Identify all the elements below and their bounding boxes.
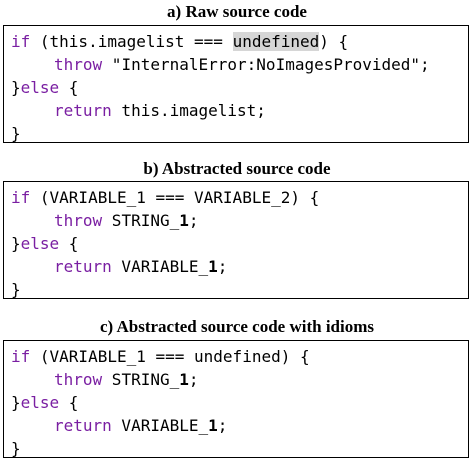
highlighted-token: undefined	[232, 32, 320, 51]
code-line: return VARIABLE_1;	[54, 255, 227, 279]
code-text: STRING_	[102, 370, 180, 389]
code-line: if (VARIABLE_1 === VARIABLE_2) {	[11, 186, 319, 210]
keyword: if	[11, 32, 31, 51]
code-line: throw STRING_1;	[54, 209, 199, 233]
code-text: {	[59, 234, 79, 253]
code-text: ;	[188, 211, 199, 230]
code-text: }	[11, 234, 21, 253]
code-line: return VARIABLE_1;	[54, 414, 227, 438]
code-text: {	[59, 78, 79, 97]
code-text: }	[11, 393, 21, 412]
keyword: else	[20, 234, 60, 253]
code-text: VARIABLE_	[111, 257, 209, 276]
code-line: }else {	[11, 76, 78, 100]
keyword: if	[11, 188, 31, 207]
code-text: this.imagelist;	[111, 101, 266, 120]
code-line: }	[11, 122, 21, 146]
code-line: throw STRING_1;	[54, 368, 199, 392]
code-text: "InternalError:NoImagesProvided";	[102, 55, 430, 74]
panel-b-caption: b) Abstracted source code	[143, 159, 331, 178]
code-line: }else {	[11, 391, 78, 415]
panel-b-code-box: if (VARIABLE_1 === VARIABLE_2) { throw S…	[3, 181, 469, 299]
code-line: }else {	[11, 232, 78, 256]
keyword: else	[20, 393, 60, 412]
code-line: }	[11, 278, 21, 302]
code-text: (VARIABLE_1 === undefined) {	[30, 347, 310, 366]
code-line: return this.imagelist;	[54, 99, 266, 123]
code-text: STRING_	[102, 211, 180, 230]
bold-index: 1	[208, 416, 218, 435]
code-text: {	[59, 393, 79, 412]
panel-a-code-box: if (this.imagelist === undefined) { thro…	[3, 25, 469, 143]
code-text: (VARIABLE_1 === VARIABLE_2) {	[30, 188, 320, 207]
code-line: throw "InternalError:NoImagesProvided";	[54, 53, 430, 77]
keyword: throw	[54, 370, 103, 389]
code-text: }	[11, 280, 21, 299]
code-text: ;	[188, 370, 199, 389]
code-text: ;	[217, 257, 228, 276]
code-line: if (VARIABLE_1 === undefined) {	[11, 345, 310, 369]
code-line: if (this.imagelist === undefined) {	[11, 30, 348, 54]
keyword: if	[11, 347, 31, 366]
panel-c-code-box: if (VARIABLE_1 === undefined) { throw ST…	[3, 340, 469, 458]
keyword: return	[54, 416, 112, 435]
code-text: }	[11, 78, 21, 97]
bold-index: 1	[179, 211, 189, 230]
code-text: }	[11, 439, 21, 458]
keyword: throw	[54, 211, 103, 230]
keyword: return	[54, 101, 112, 120]
code-text: }	[11, 124, 21, 143]
keyword: return	[54, 257, 112, 276]
panel-c-caption: c) Abstracted source code with idioms	[99, 317, 375, 336]
bold-index: 1	[208, 257, 218, 276]
code-text: ) {	[319, 32, 349, 51]
code-line: }	[11, 437, 21, 461]
code-text: (this.imagelist ===	[30, 32, 233, 51]
code-text: VARIABLE_	[111, 416, 209, 435]
keyword: throw	[54, 55, 103, 74]
panel-a-caption: a) Raw source code	[167, 2, 307, 21]
bold-index: 1	[179, 370, 189, 389]
code-text: ;	[217, 416, 228, 435]
keyword: else	[20, 78, 60, 97]
